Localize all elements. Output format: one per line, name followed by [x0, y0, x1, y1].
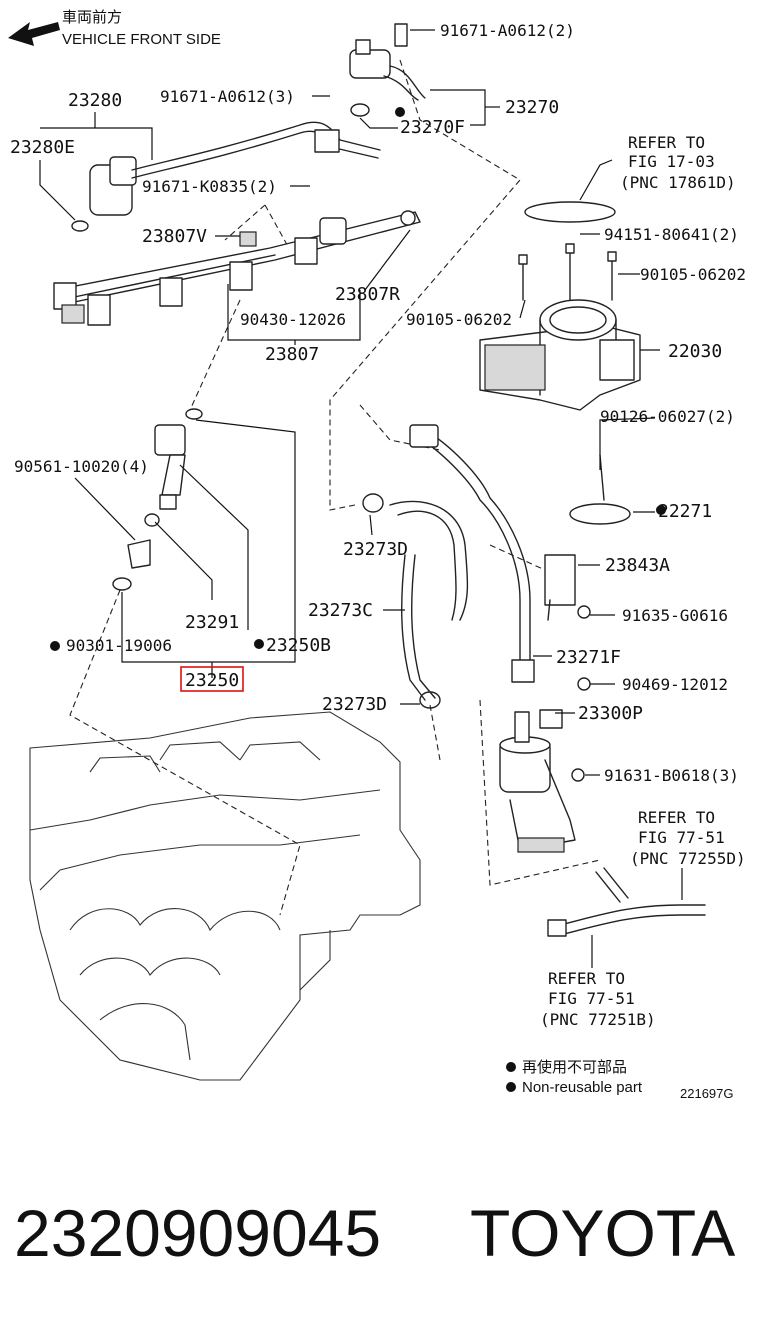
reference-77251b[interactable]: REFER TO FIG 77-51 (PNC 77251B) [540, 969, 656, 1029]
label-90301-19006[interactable]: 90301-19006 [66, 636, 172, 655]
footer-brand: TOYOTA [470, 1196, 735, 1270]
part-labels: 91671-A0612(2) 23270 23280 91671-A0612(3… [10, 21, 746, 785]
vacuum-hoses[interactable] [362, 424, 535, 709]
vehicle-front-label-jp: 車両前方 [62, 9, 122, 26]
legend: 再使用不可部品 Non-reusable part 221697G [506, 1059, 734, 1101]
label-90126-06027-2[interactable]: 90126-06027(2) [600, 407, 735, 426]
ref-77251b-line1: REFER TO [548, 969, 625, 988]
assembly-dashed-lines [69, 59, 601, 916]
label-91671-k0835-2[interactable]: 91671-K0835(2) [142, 177, 277, 196]
label-23273d-lower[interactable]: 23273D [322, 694, 387, 715]
label-23270f[interactable]: 23270F [400, 117, 465, 138]
label-91631-b0618-3[interactable]: 91631-B0618(3) [604, 766, 739, 785]
figure-code: 221697G [680, 1086, 734, 1101]
fuel-pulsation-damper-23280[interactable] [71, 121, 381, 232]
label-23250-highlighted[interactable]: 23250 [185, 670, 239, 691]
highlight-box-23250 [180, 666, 244, 692]
label-23271f[interactable]: 23271F [556, 647, 621, 668]
fuel-delivery-pipe-23807[interactable] [53, 210, 421, 326]
label-23807v[interactable]: 23807V [142, 226, 207, 247]
label-23270[interactable]: 23270 [505, 97, 559, 118]
label-90469-12012[interactable]: 90469-12012 [622, 675, 728, 694]
label-22030[interactable]: 22030 [668, 341, 722, 362]
footer-part-number: 2320909045 [14, 1196, 381, 1270]
non-reusable-dot-icon [254, 639, 264, 649]
label-22271[interactable]: 22271 [658, 501, 712, 522]
label-23807[interactable]: 23807 [265, 344, 319, 365]
engine-block-outline [29, 711, 421, 1081]
reference-77255d[interactable]: REFER TO FIG 77-51 (PNC 77255D) [630, 808, 746, 868]
label-23273d-upper[interactable]: 23273D [343, 539, 408, 560]
label-91671-a0612-2[interactable]: 91671-A0612(2) [440, 21, 575, 40]
vacuum-switching-valve-23300p[interactable] [499, 554, 591, 853]
label-23250b[interactable]: 23250B [266, 635, 331, 656]
label-23843a[interactable]: 23843A [605, 555, 670, 576]
throttle-body-22030[interactable] [479, 201, 641, 525]
non-reusable-dot-icon [50, 641, 60, 651]
ref-17861d-line3: (PNC 17861D) [620, 173, 736, 192]
vehicle-front-label-en: VEHICLE FRONT SIDE [62, 31, 221, 48]
fuel-vapor-hose[interactable] [547, 867, 706, 937]
ref-77251b-line2: FIG 77-51 [548, 989, 635, 1008]
ref-77251b-line3: (PNC 77251B) [540, 1010, 656, 1029]
non-reusable-dot-icon [395, 107, 405, 117]
reference-17861d[interactable]: REFER TO FIG 17-03 (PNC 17861D) [620, 133, 736, 192]
ref-17861d-line1: REFER TO [628, 133, 705, 152]
label-23300p[interactable]: 23300P [578, 703, 643, 724]
label-91671-a0612-3[interactable]: 91671-A0612(3) [160, 87, 295, 106]
vehicle-front-arrow-icon [8, 22, 60, 46]
non-reusable-markers [50, 107, 666, 651]
label-23280e[interactable]: 23280E [10, 137, 75, 158]
pressure-regulator-23270[interactable] [349, 23, 426, 117]
non-reusable-dot-icon [506, 1082, 516, 1092]
leader-lines [39, 29, 683, 968]
label-90561-10020-4[interactable]: 90561-10020(4) [14, 457, 149, 476]
label-23807r[interactable]: 23807R [335, 284, 400, 305]
label-90105-06202-a[interactable]: 90105-06202 [640, 265, 746, 284]
label-94151-80641-2[interactable]: 94151-80641(2) [604, 225, 739, 244]
ref-77255d-line3: (PNC 77255D) [630, 849, 746, 868]
non-reusable-dot-icon [506, 1062, 516, 1072]
label-90430-12026[interactable]: 90430-12026 [240, 310, 346, 329]
ref-17861d-line2: FIG 17-03 [628, 152, 715, 171]
non-reusable-dot-icon [656, 505, 666, 515]
label-90105-06202-b[interactable]: 90105-06202 [406, 310, 512, 329]
fuel-injector-23250[interactable] [112, 408, 203, 591]
legend-non-reusable-jp: 再使用不可部品 [522, 1059, 627, 1076]
label-91635-g0616[interactable]: 91635-G0616 [622, 606, 728, 625]
ref-77255d-line2: FIG 77-51 [638, 828, 725, 847]
legend-non-reusable-en: Non-reusable part [522, 1079, 643, 1096]
ref-77255d-line1: REFER TO [638, 808, 715, 827]
label-23273c[interactable]: 23273C [308, 600, 373, 621]
label-23280[interactable]: 23280 [68, 90, 122, 111]
label-23291[interactable]: 23291 [185, 612, 239, 633]
